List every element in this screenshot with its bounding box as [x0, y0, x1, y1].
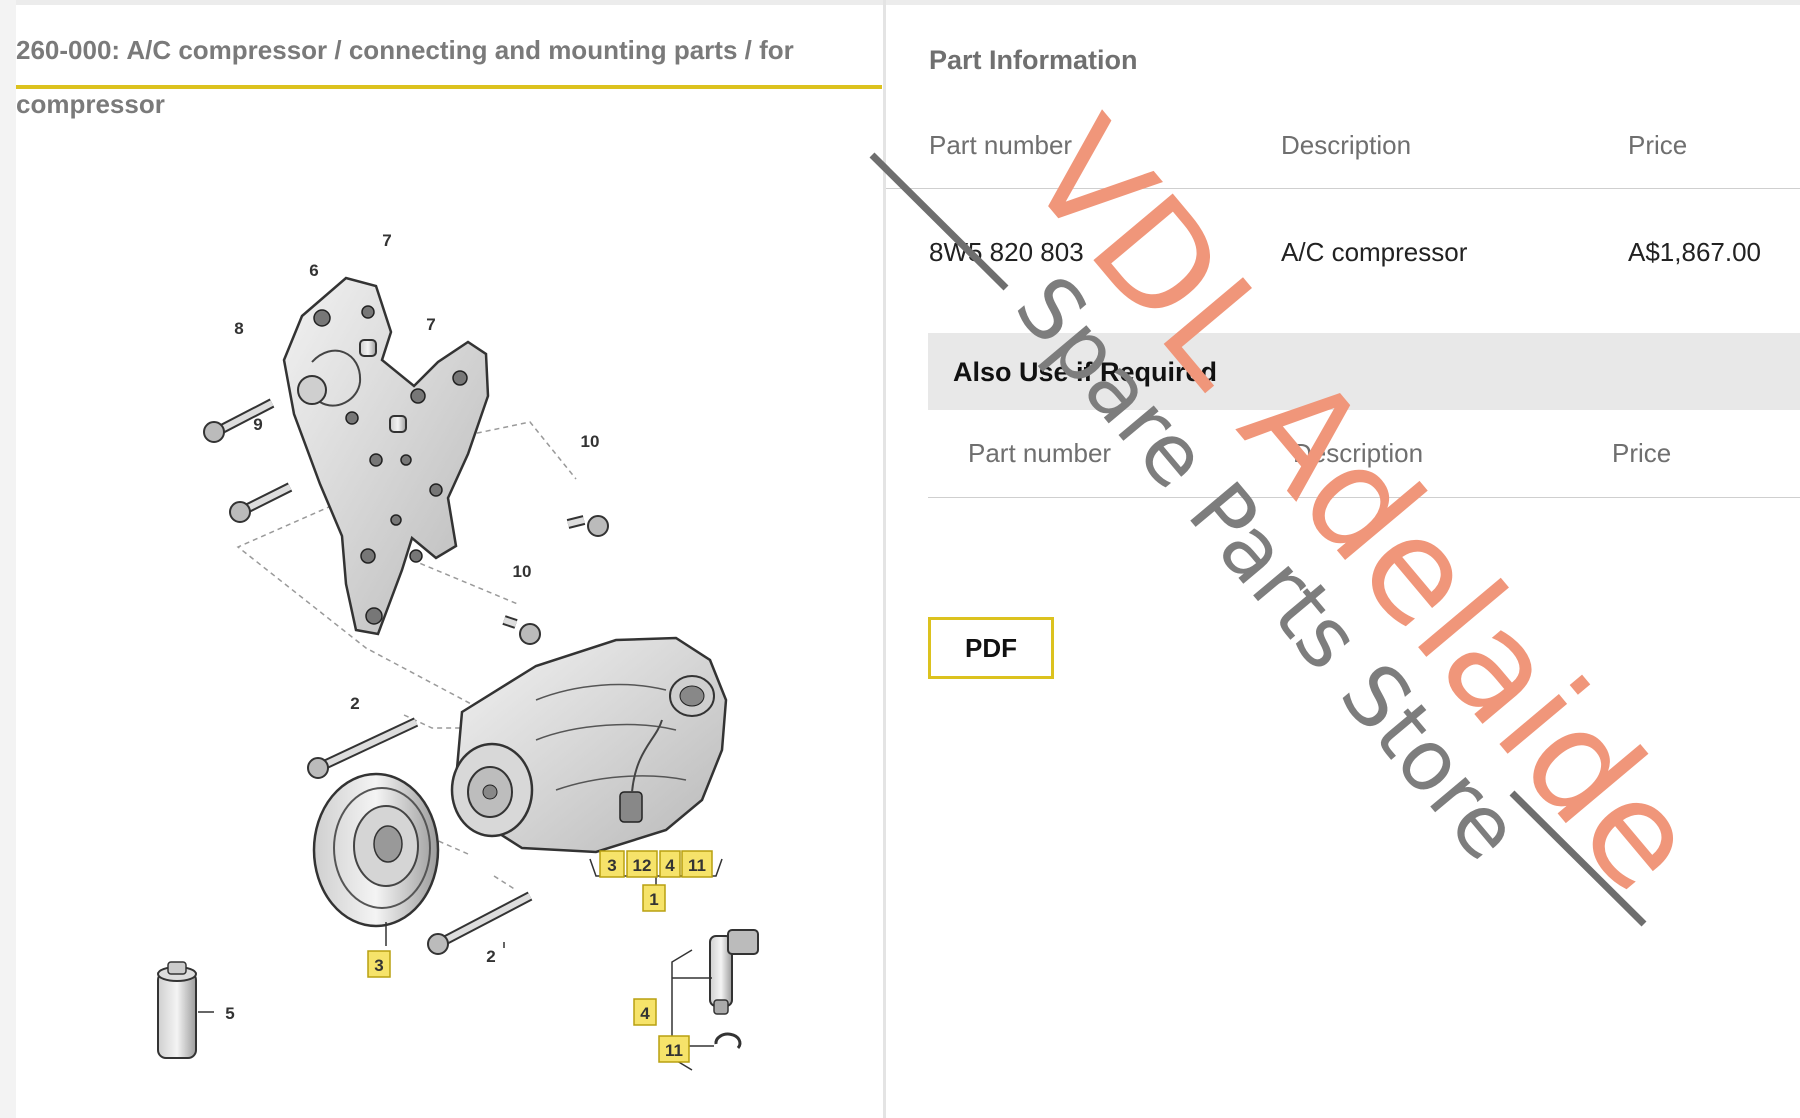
callout-label: 4 [640, 1004, 650, 1023]
also-header-price: Price [1612, 438, 1672, 468]
callout-label: 5 [225, 1004, 234, 1023]
title-underline [16, 85, 882, 89]
bracket-part [282, 276, 490, 636]
compressor-part [450, 636, 728, 854]
row-price: A$1,867.00 [1628, 237, 1762, 267]
header-description: Description [1281, 130, 1412, 160]
callout-label: 6 [309, 261, 318, 280]
callout-label: 7 [382, 231, 391, 250]
callout-label: 4 [665, 856, 675, 875]
callout-label: 7 [426, 315, 435, 334]
highlighted-callouts: 3 3 12 4 11 1 4 11 [367, 850, 713, 1063]
callout-label: 10 [581, 432, 600, 451]
also-header-description: Description [1293, 438, 1424, 468]
diagram-panel: 260-000: A/C compressor / connecting and… [16, 5, 883, 1118]
pdf-button[interactable]: PDF [928, 617, 1054, 679]
header-divider [886, 188, 1800, 189]
assembly-lines [236, 421, 577, 891]
left-gutter [0, 0, 16, 1118]
part-info-title: Part Information [929, 45, 1138, 75]
callout-label: 12 [633, 856, 652, 875]
callout-label: 3 [607, 856, 616, 875]
header-price: Price [1628, 130, 1688, 160]
callout-label: 11 [665, 1041, 683, 1060]
exploded-parts-diagram: 7 6 7 8 9 10 10 2 2 5 3 3 [157, 231, 759, 1071]
also-header-part-number: Part number [968, 438, 1112, 468]
compressor-bolts [307, 717, 533, 955]
row-part-number[interactable]: 8W5 820 803 [929, 237, 1084, 267]
header-part-number: Part number [929, 130, 1073, 160]
oil-bottle-part [157, 961, 214, 1059]
callout-label: 10 [513, 562, 532, 581]
callout-label: 8 [234, 319, 243, 338]
callout-labels: 7 6 7 8 9 10 10 2 2 5 [225, 231, 599, 1023]
also-header-divider [928, 497, 1800, 498]
also-use-title: Also Use if Required [953, 357, 1218, 387]
control-valve-part [671, 929, 759, 1071]
callout-label: 11 [688, 856, 706, 875]
pulley-part [312, 772, 440, 928]
also-use-header: Also Use if Required [928, 333, 1800, 410]
bracket-bolts [203, 398, 609, 645]
row-description: A/C compressor [1281, 237, 1468, 267]
diagram-title: 260-000: A/C compressor / connecting and… [16, 35, 794, 119]
callout-label: 2 [350, 694, 359, 713]
part-info-panel: Part Information Part number Description… [886, 5, 1800, 1118]
panel-divider [883, 0, 886, 1118]
callout-label: 9 [253, 415, 262, 434]
callout-label: 2 [486, 947, 495, 966]
callout-label: 3 [374, 956, 383, 975]
callout-label: 1 [649, 890, 658, 909]
top-strip [0, 0, 1800, 5]
spacer-parts [359, 339, 407, 433]
